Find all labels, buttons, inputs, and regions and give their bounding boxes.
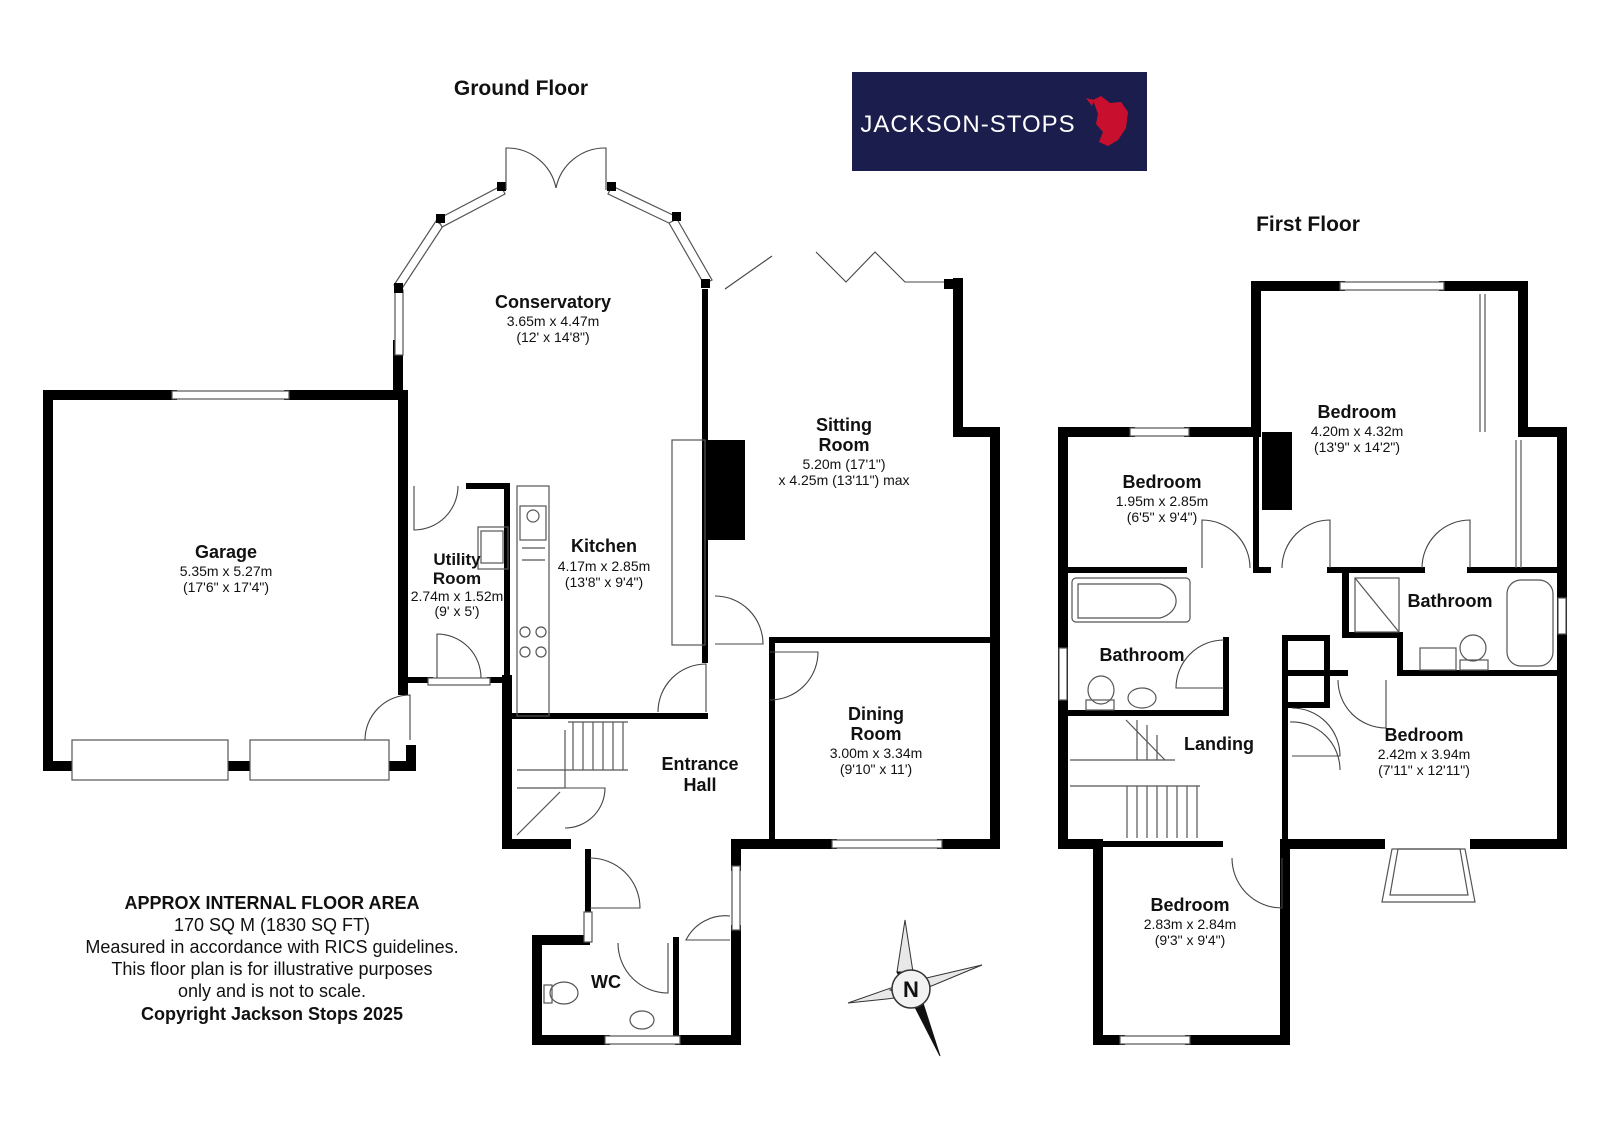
main-bedroom-label: Bedroom [1317,402,1396,422]
kitchen-label: Kitchen [571,536,637,556]
sitting-room-label-line2: Room [819,435,870,455]
right-bedroom-dim-metric: 2.42m x 3.94m [1378,746,1471,762]
conservatory-dim-imperial: (12' x 14'8") [516,329,589,345]
garage-label: Garage [195,542,257,562]
floor-area-note: APPROX INTERNAL FLOOR AREA 170 SQ M (183… [85,893,458,1024]
landing-label: Landing [1184,734,1254,754]
conservatory-dim-metric: 3.65m x 4.47m [507,313,600,329]
compass-rose-icon: N [847,919,983,1057]
ground-floor-fixtures [477,439,706,1030]
ensuite-bathroom-label: Bathroom [1408,591,1493,611]
ground-floor-doors [364,485,819,994]
entrance-hall-label-line1: Entrance [661,754,738,774]
kitchen-dim-imperial: (13'8" x 9'4") [565,574,643,590]
utility-room-dim-metric: 2.74m x 1.52m [411,588,504,604]
family-bathroom-label: Bathroom [1100,645,1185,665]
ground-floor-walls [43,278,1000,1045]
ground-floor-windows [71,147,956,1045]
first-floor-doors [1175,519,1471,909]
sitting-room-label-line1: Sitting [816,415,872,435]
first-floor-title: First Floor [1256,213,1360,236]
brand-name: JACKSON-STOPS [860,111,1075,138]
dining-room-label-line1: Dining [848,704,904,724]
sitting-room-dim-1: 5.20m (17'1") [802,456,885,472]
floor-area-heading: APPROX INTERNAL FLOOR AREA [124,893,419,913]
utility-room-label-line1: Utility [433,550,481,569]
utility-room-label-line2: Room [433,569,481,588]
floor-area-value: 170 SQ M (1830 SQ FT) [174,915,370,935]
dining-room-dim-imperial: (9'10" x 11') [840,761,912,777]
measurement-note: Measured in accordance with RICS guideli… [85,937,458,957]
wc-label: WC [591,972,621,992]
disclaimer-line-2: only and is not to scale. [178,981,366,1001]
dining-room-label-line2: Room [851,724,902,744]
bottom-bedroom-label: Bedroom [1150,895,1229,915]
small-bedroom-label: Bedroom [1122,472,1201,492]
garage-dim-imperial: (17'6" x 17'4") [183,579,269,595]
first-stairs [1070,719,1200,838]
conservatory-label: Conservatory [495,292,611,312]
compass-north-label: N [903,977,919,1002]
bottom-bedroom-dim-metric: 2.83m x 2.84m [1144,916,1237,932]
fox-head-icon [1086,96,1128,146]
first-floor-windows [1058,281,1567,1045]
utility-room-dim-imperial: (9' x 5') [434,603,479,619]
copyright-notice: Copyright Jackson Stops 2025 [141,1004,403,1024]
main-bedroom-dim-metric: 4.20m x 4.32m [1311,423,1404,439]
jackson-stops-logo: JACKSON-STOPS [852,72,1147,171]
first-floor-fixtures [1070,577,1554,838]
right-bedroom-dim-imperial: (7'11" x 12'11") [1378,762,1470,778]
main-bedroom-dim-imperial: (13'9" x 14'2") [1314,439,1400,455]
bottom-bedroom-dim-imperial: (9'3" x 9'4") [1155,932,1226,948]
sitting-room-dim-2: x 4.25m (13'11") max [778,472,909,488]
ground-stairs [516,721,628,836]
entrance-hall-label-line2: Hall [683,775,716,795]
small-bedroom-dim-imperial: (6'5" x 9'4") [1127,509,1198,525]
disclaimer-line-1: This floor plan is for illustrative purp… [111,959,432,979]
garage-dim-metric: 5.35m x 5.27m [180,563,273,579]
right-bedroom-label: Bedroom [1384,725,1463,745]
dining-room-dim-metric: 3.00m x 3.34m [830,745,923,761]
small-bedroom-dim-metric: 1.95m x 2.85m [1116,493,1209,509]
first-floor-walls [1058,281,1567,1045]
kitchen-dim-metric: 4.17m x 2.85m [558,558,651,574]
ground-floor-title: Ground Floor [454,77,588,100]
